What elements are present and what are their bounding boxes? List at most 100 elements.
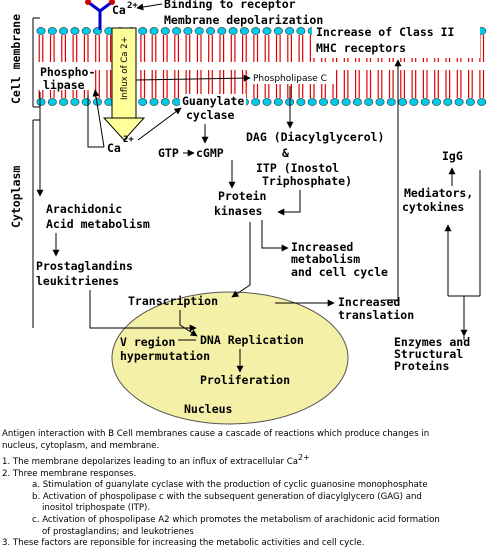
pathway-arrows: [36, 59, 481, 373]
lipid-head-bottom: [36, 98, 46, 106]
lipid-head-top: [47, 27, 57, 35]
lipid-head-top: [81, 27, 91, 35]
increased-metabolism-label-3: and cell cycle: [291, 265, 388, 279]
caption-intro-2: nucleus, cytoplasm, and membrane.: [2, 440, 160, 451]
v-region-label-1: V region: [120, 335, 175, 349]
increased-translation-label-1: Increased: [338, 295, 400, 309]
igg-label: IgG: [442, 149, 463, 163]
lipid-head-top: [285, 27, 295, 35]
lipid-head-bottom: [352, 98, 362, 106]
lipid-head-top: [194, 27, 204, 35]
caption-item-3: 3. These factors are reponsible for incr…: [2, 538, 365, 549]
pathway-diagram: Cell membrane Cytoplasm Influx of Ca 2+ …: [9, 0, 487, 425]
lipid-head-top: [228, 27, 238, 35]
lipid-head-bottom: [172, 98, 182, 106]
lipid-head-bottom: [262, 98, 272, 106]
prostaglandins-label-1: Prostaglandins: [36, 259, 133, 273]
lipid-head-top: [59, 27, 69, 35]
lipid-head-bottom: [420, 98, 430, 106]
enzymes-label-1: Enzymes and: [394, 335, 470, 349]
receptor-icon: [85, 0, 115, 30]
lipid-head-top: [149, 27, 159, 35]
transcription-label: Transcription: [128, 294, 218, 308]
phospholipase-label-2: lipase: [43, 78, 85, 92]
lipid-head-bottom: [454, 98, 464, 106]
cell-membrane-label: Cell membrane: [9, 14, 23, 104]
caption-item-2c-1: c. Activation of phospolipase A2 which p…: [32, 515, 440, 526]
depolarization-label: Membrane depolarization: [164, 13, 323, 27]
lipid-head-bottom: [59, 98, 69, 106]
lipid-head-top: [296, 27, 306, 35]
mediators-label-1: Mediators,: [404, 186, 473, 200]
binding-label: Binding to receptor: [164, 0, 296, 11]
lipid-head-top: [172, 27, 182, 35]
lipid-head-bottom: [160, 98, 170, 106]
lipid-head-bottom: [477, 98, 487, 106]
caption-item-2b-1: b. Activation of phospolipase c with the…: [32, 491, 422, 502]
nucleus-label: Nucleus: [184, 402, 232, 416]
class2-label-2: MHC receptors: [316, 41, 406, 55]
lipid-head-top: [138, 27, 148, 35]
class2-label-1: Increase of Class II: [316, 25, 454, 39]
caption-item-1: 1. The membrane depolarizes leading to a…: [2, 453, 310, 468]
lipid-head-bottom: [70, 98, 80, 106]
caption-item-2a: a. Stimulation of guanylate cyclase with…: [32, 480, 428, 491]
lipid-head-bottom: [386, 98, 396, 106]
lipid-head-top: [160, 27, 170, 35]
lipid-head-bottom: [341, 98, 351, 106]
caption-item-2: 2. Three membrane responses.: [2, 468, 137, 479]
lipid-head-bottom: [273, 98, 283, 106]
dag-label: DAG (Diacylglycerol): [246, 130, 384, 144]
enzymes-label-2: Structural: [394, 347, 463, 361]
lipid-head-bottom: [398, 98, 408, 106]
lipid-head-bottom: [296, 98, 306, 106]
lipid-head-top: [262, 27, 272, 35]
dna-replication-label: DNA Replication: [200, 333, 304, 347]
caption: Antigen interaction with B Cell membrane…: [2, 429, 490, 550]
ca-mid-sup: 2+: [123, 135, 134, 145]
lipid-head-top: [183, 27, 193, 35]
lipid-head-top: [206, 27, 216, 35]
itp-label-2: Triphosphate): [262, 174, 352, 188]
increased-metabolism-label-2: metabolism: [291, 252, 360, 266]
mediators-label-2: cytokines: [402, 200, 464, 214]
ca-top-label: Ca: [112, 3, 126, 17]
lipid-head-top: [217, 27, 227, 35]
lipid-head-bottom: [149, 98, 159, 106]
lipid-head-bottom: [375, 98, 385, 106]
increased-translation-label-2: translation: [338, 308, 414, 322]
lipid-head-bottom: [443, 98, 453, 106]
arachidonic-label-1: Arachidonic: [46, 202, 122, 216]
arachidonic-label-2: Acid metabolism: [46, 217, 150, 231]
lipid-head-top: [70, 27, 80, 35]
protein-kinases-label-2: kinases: [214, 204, 262, 218]
guanylate-label-2: cyclase: [186, 108, 235, 122]
increased-metabolism-label-1: Increased: [291, 240, 353, 254]
caption-item-2c-2: of prostaglandins; and leukotrienes: [42, 526, 194, 537]
lipid-head-top: [273, 27, 283, 35]
lipid-head-bottom: [81, 98, 91, 106]
caption-item-2b-2: inositol triphospate (ITP).: [42, 503, 151, 514]
lipid-head-bottom: [307, 98, 317, 106]
guanylate-label-1: Guanylate: [182, 94, 244, 108]
lipid-head-top: [239, 27, 249, 35]
itp-label-1: ITP (Inostol: [256, 161, 339, 175]
enzymes-label-3: Proteins: [394, 359, 449, 373]
influx-arrow: [102, 27, 146, 141]
prostaglandins-label-2: leukitrienes: [36, 274, 119, 288]
nucleus-shape: [111, 291, 349, 425]
lipid-head-bottom: [364, 98, 374, 106]
cell-membrane-bracket: [32, 17, 40, 108]
lipid-head-bottom: [431, 98, 441, 106]
lipid-head-bottom: [330, 98, 340, 106]
influx-label: Influx of Ca 2+: [120, 36, 130, 100]
phospholipase-c-label: Phospholipase C: [253, 74, 327, 84]
protein-kinases-label-1: Protein: [218, 189, 267, 203]
gtp-label: GTP: [158, 146, 179, 160]
amp-label: &: [282, 146, 289, 160]
phospholipase-label-1: Phospho-: [40, 65, 95, 79]
lipid-head-top: [251, 27, 261, 35]
lipid-head-bottom: [47, 98, 57, 106]
lipid-head-bottom: [465, 98, 475, 106]
cgmp-label: cGMP: [196, 146, 224, 160]
